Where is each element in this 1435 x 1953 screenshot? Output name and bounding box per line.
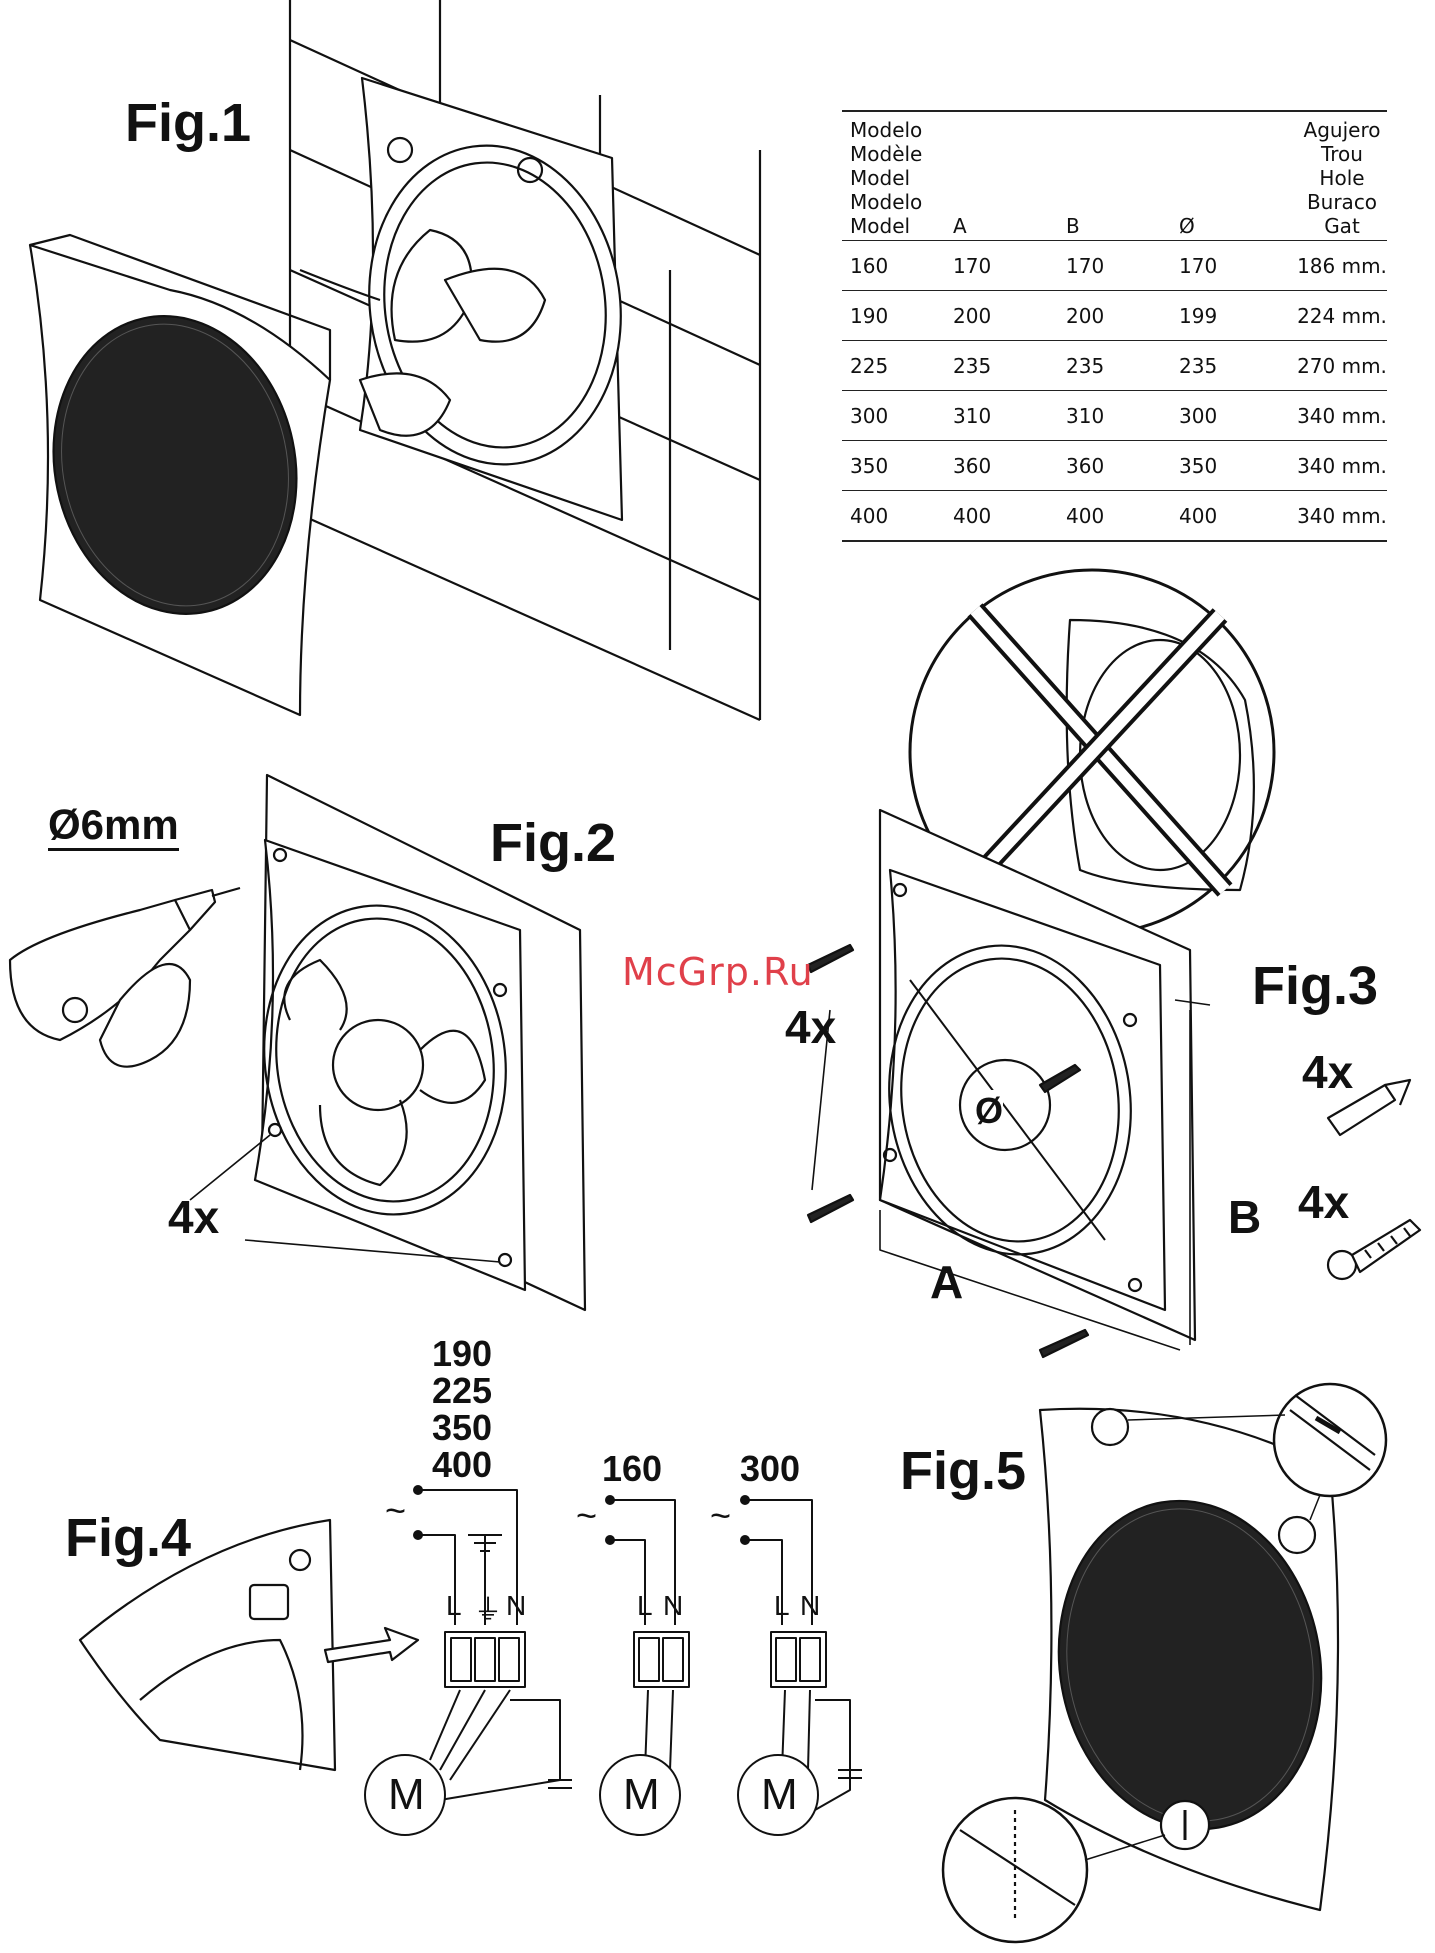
table-header-row: Modelo Modèle Model Modelo Model A B Ø A… [842, 110, 1387, 241]
dimension-diameter-label: Ø [975, 1090, 1004, 1132]
fig2-drill [8, 886, 241, 1068]
fig2-count-label: 4x [168, 1191, 220, 1243]
table-row: 300 310 310 300 340 mm. [842, 390, 1387, 441]
fig4-models-group: 190 225 350 400 [432, 1333, 493, 1485]
tilde-300: ~ [710, 1495, 732, 1536]
fig3-count-left: 4x [785, 1001, 837, 1053]
table-row: 190 200 200 199 224 mm. [842, 290, 1387, 341]
fig3-wrong-circle [908, 568, 1276, 936]
fig3-dowel [1326, 1078, 1412, 1137]
motor-160: M [623, 1770, 660, 1819]
model-dimensions-table: Modelo Modèle Model Modelo Model A B Ø A… [842, 110, 1387, 542]
terminal-l-160: L [637, 1590, 653, 1621]
terminal-n-main: N [506, 1590, 527, 1621]
fig2-leader-lines [189, 1134, 501, 1263]
fig1-fan-plate [299, 76, 624, 522]
terminal-n-160: N [663, 1590, 684, 1621]
watermark: McGrp.Ru [622, 950, 814, 994]
fig3-dowel-count: 4x [1302, 1046, 1354, 1098]
dimension-a-label: A [930, 1256, 964, 1308]
fig5-cover [941, 1382, 1388, 1944]
terminal-n-300: N [800, 1590, 821, 1621]
fig3-screw-count: 4x [1298, 1176, 1350, 1228]
header-b: B [1058, 110, 1171, 241]
fig4-model-300: 300 [740, 1448, 801, 1489]
header-a: A [945, 110, 1058, 241]
fig1-label: Fig.1 [125, 93, 252, 153]
motor-300: M [761, 1770, 798, 1819]
header-hole: Agujero Trou Hole Buraco Gat [1289, 110, 1387, 241]
table-row: 225 235 235 235 270 mm. [842, 340, 1387, 391]
table-row: 160 170 170 170 186 mm. [842, 240, 1387, 291]
fig4-wiring-300 [737, 1495, 862, 1836]
motor-main: M [388, 1770, 425, 1819]
fig4-arrow [323, 1626, 420, 1664]
tilde-main: ~ [385, 1490, 407, 1531]
fig4-model-160: 160 [602, 1448, 663, 1489]
tilde-160: ~ [576, 1495, 598, 1536]
table-row: 350 360 360 350 340 mm. [842, 440, 1387, 491]
fig1-front-cover [28, 233, 332, 717]
terminal-l-main: L [446, 1590, 462, 1621]
terminal-l-300: L [774, 1590, 790, 1621]
fig4-fan-detail [78, 1518, 337, 1772]
header-diameter: Ø [1171, 110, 1289, 241]
fig5-label: Fig.5 [900, 1441, 1027, 1501]
fig4-wiring-160 [599, 1495, 690, 1836]
table-row: 400 400 400 400 340 mm. [842, 490, 1387, 542]
fig2-label: Fig.2 [490, 813, 617, 873]
header-model: Modelo Modèle Model Modelo Model [842, 110, 945, 241]
fig3-wood-screw [1326, 1218, 1422, 1281]
dimension-b-label: B [1228, 1191, 1262, 1243]
fig2-fan [253, 838, 527, 1292]
terminal-earth-main: ⏚ [474, 1594, 503, 1625]
drill-size-label: Ø6mm [48, 802, 179, 851]
fig4-label: Fig.4 [65, 1508, 192, 1568]
fig3-dimension-lines [811, 999, 1211, 1351]
fig3-label: Fig.3 [1252, 956, 1379, 1016]
fig3-screws [806, 943, 1090, 1359]
fig4-wiring-main [364, 1485, 572, 1836]
